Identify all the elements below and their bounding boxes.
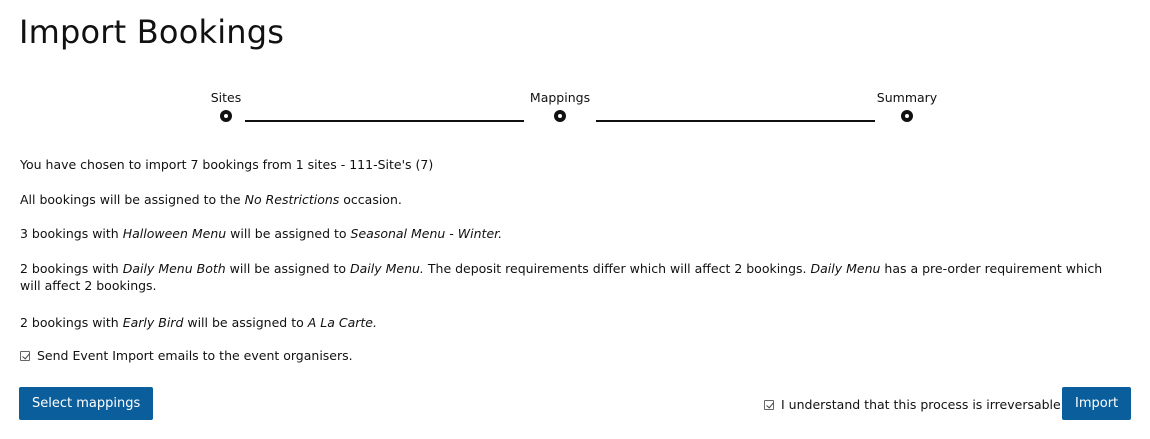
summary-occasion-line: All bookings will be assigned to the No …	[20, 191, 1130, 208]
irreversible-confirm-option[interactable]: I understand that this process is irreve…	[764, 397, 1061, 412]
send-emails-checkbox-icon[interactable]	[20, 350, 30, 361]
preorder-note: has a pre-order requirement which will a…	[20, 261, 1103, 293]
irreversible-checkbox-icon[interactable]	[764, 399, 774, 410]
irreversible-label: I understand that this process is irreve…	[781, 397, 1061, 412]
progress-stepper: Sites Mappings Summary	[0, 0, 1150, 130]
summary-sites-line: You have chosen to import 7 bookings fro…	[20, 157, 434, 172]
step-dot-summary-icon[interactable]	[901, 110, 913, 122]
step-dot-mappings-icon[interactable]	[554, 110, 566, 122]
occasion-name: No Restrictions	[244, 192, 340, 207]
step-label-mappings: Mappings	[529, 90, 591, 105]
step-connector-line	[245, 120, 524, 122]
summary-text: 2 bookings with	[20, 315, 123, 330]
summary-text: will be assigned to	[226, 226, 351, 241]
step-connector-line	[596, 120, 875, 122]
summary-text: 2 bookings with	[20, 261, 123, 276]
send-emails-option[interactable]: Send Event Import emails to the event or…	[20, 348, 353, 363]
summary-text: occasion.	[339, 192, 402, 207]
select-mappings-button[interactable]: Select mappings	[19, 387, 154, 420]
step-dot-sites-icon[interactable]	[220, 110, 232, 122]
deposit-note: The deposit requirements differ which wi…	[423, 261, 811, 276]
target-menu-name: Seasonal Menu - Winter.	[350, 226, 503, 241]
summary-mapping-line: 3 bookings with Halloween Menu will be a…	[20, 225, 1130, 242]
summary-text: will be assigned to	[225, 261, 350, 276]
target-menu-name: Daily Menu.	[350, 261, 424, 276]
summary-mapping-line: 2 bookings with Daily Menu Both will be …	[20, 260, 1120, 294]
import-button[interactable]: Import	[1062, 387, 1132, 420]
step-label-sites: Sites	[210, 90, 242, 105]
page-title: Import Bookings	[19, 13, 285, 51]
target-menu-name: A La Carte.	[307, 315, 377, 330]
source-menu-name: Halloween Menu	[122, 226, 227, 241]
source-menu-name: Daily Menu Both	[122, 261, 226, 276]
step-label-summary: Summary	[876, 90, 938, 105]
send-emails-label: Send Event Import emails to the event or…	[37, 348, 353, 363]
summary-text: will be assigned to	[183, 315, 308, 330]
summary-text: 3 bookings with	[20, 226, 123, 241]
source-menu-name: Early Bird	[122, 315, 184, 330]
preorder-menu-name: Daily Menu	[810, 261, 881, 276]
summary-mapping-line: 2 bookings with Early Bird will be assig…	[20, 314, 1130, 331]
summary-text: All bookings will be assigned to the	[20, 192, 245, 207]
